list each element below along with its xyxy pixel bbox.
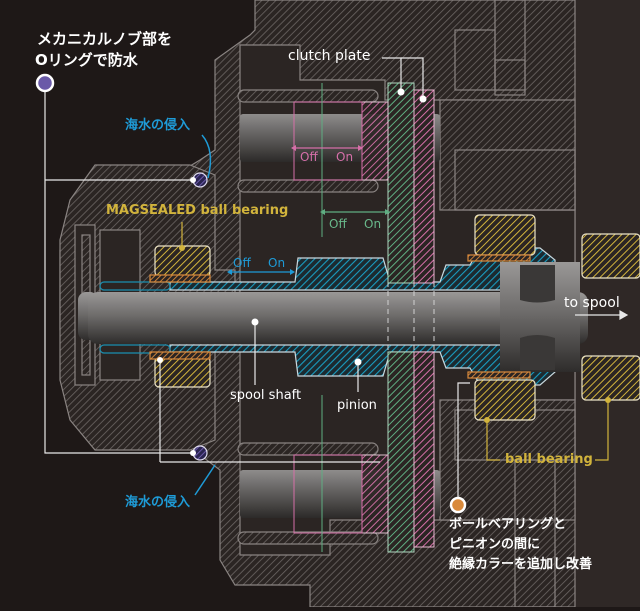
oring-callout-dot-icon — [35, 73, 55, 93]
right-ball-bearings — [467, 214, 640, 421]
seawater-top-label: 海水の侵入 — [125, 118, 191, 133]
oring-note-line2: Oリングで防水 — [35, 51, 138, 69]
spool-shaft-label: spool shaft — [230, 388, 302, 403]
spool-shaft — [88, 292, 588, 344]
pinion-label: pinion — [337, 398, 377, 413]
pink-on-label: On — [336, 150, 354, 164]
magsealed-label: MAGSEALED ball bearing — [106, 203, 289, 218]
green-off-label: Off — [329, 217, 347, 231]
collar-note-line2: ピニオンの間に — [449, 537, 541, 552]
gold-leader-lines — [181, 222, 609, 461]
seawater-bottom-label: 海水の侵入 — [125, 495, 191, 510]
clutch-plate-label: clutch plate — [288, 48, 371, 64]
ball-bearing-label: ball bearing — [505, 452, 593, 467]
blue-on-label: On — [268, 256, 286, 270]
seawater-arrows — [194, 134, 216, 496]
pink-off-label: Off — [300, 150, 318, 164]
center-lines — [387, 282, 435, 352]
switch-arrows — [227, 145, 390, 275]
blue-off-label: Off — [233, 256, 251, 270]
clutch-plates — [293, 82, 435, 553]
green-on-label: On — [364, 217, 382, 231]
collar-note-line1: ボールベアリングと — [449, 517, 567, 532]
leader-lines — [44, 57, 629, 505]
collar-callout-dot-icon — [449, 496, 467, 514]
to-spool-label: to spool — [564, 295, 620, 311]
collar-note-line3: 絶縁カラーを追加し改善 — [449, 557, 593, 572]
magsealed-bearings — [149, 245, 211, 388]
oring-note-line1: メカニカルノブ部を — [37, 30, 173, 48]
